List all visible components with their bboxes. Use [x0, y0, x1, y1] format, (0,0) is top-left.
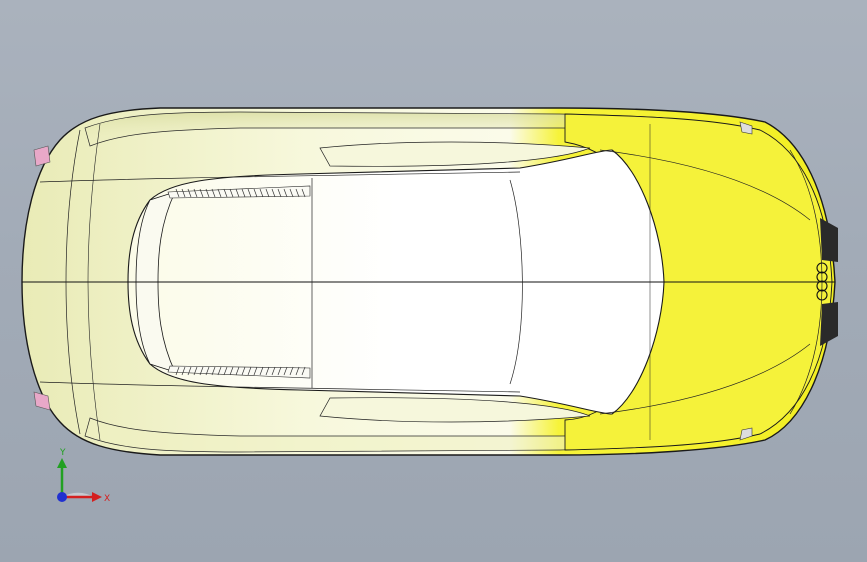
vent-slat	[271, 366, 276, 376]
side-window-lower	[319, 397, 591, 423]
vent-slat	[193, 366, 198, 376]
body-line-upper	[39, 171, 521, 183]
vent-slat	[187, 366, 192, 376]
vent-slat	[187, 188, 192, 198]
vent-slat	[283, 366, 288, 376]
vent-slat	[301, 366, 306, 376]
tail-light-upper	[33, 145, 51, 167]
front-crease-lower	[599, 343, 811, 415]
vent-slat	[265, 188, 270, 198]
vent-slat	[247, 188, 252, 198]
coordinate-triad[interactable]: Y X	[57, 448, 110, 504]
vent-slat	[181, 366, 186, 376]
vent-slat	[253, 366, 258, 376]
vent-slat	[199, 188, 204, 198]
windshield-line	[509, 179, 523, 385]
vent-slat	[289, 366, 294, 376]
vent-slat	[265, 366, 270, 376]
y-axis-label: Y	[59, 448, 66, 458]
front-crease-upper	[599, 149, 811, 221]
front-grille-upper	[820, 218, 838, 262]
vent-slat	[181, 188, 186, 198]
vent-slat	[235, 188, 240, 198]
vent-slat	[271, 188, 276, 198]
vent-slat	[277, 188, 282, 198]
vent-slat	[175, 188, 180, 198]
vent-slat	[295, 366, 300, 376]
vent-lower	[167, 365, 311, 379]
body-line-lower	[39, 381, 521, 393]
vent-slat	[283, 188, 288, 198]
mirror-lower	[739, 427, 753, 441]
vent-slat	[289, 188, 294, 198]
vent-slat	[175, 366, 180, 376]
vent-slat	[229, 188, 234, 198]
vent-slat	[217, 366, 222, 376]
vent-slat	[301, 188, 306, 198]
vent-slat	[241, 366, 246, 376]
z-axis-dot	[57, 492, 67, 502]
vent-slat	[253, 188, 258, 198]
vent-slat	[259, 188, 264, 198]
vent-slat	[223, 188, 228, 198]
vent-slat	[205, 366, 210, 376]
vent-slat	[241, 188, 246, 198]
vent-slat	[295, 188, 300, 198]
audi-rings-icon	[816, 262, 828, 301]
vent-slat	[211, 188, 216, 198]
vent-upper	[167, 185, 311, 199]
tail-light-lower	[33, 391, 51, 411]
rear-panel-line-2	[87, 123, 101, 441]
vent-slat	[247, 366, 252, 376]
side-window-upper	[319, 141, 591, 167]
vent-slat	[211, 366, 216, 376]
vent-slat	[205, 188, 210, 198]
x-axis-label: X	[104, 494, 110, 504]
front-grille-lower	[820, 302, 838, 346]
mirror-upper	[739, 121, 753, 135]
vent-slat	[235, 366, 240, 376]
vent-slat	[217, 188, 222, 198]
vent-slat	[223, 366, 228, 376]
rear-panel-line	[65, 129, 81, 435]
vent-slat	[229, 366, 234, 376]
vent-slat	[277, 366, 282, 376]
vent-slat	[193, 188, 198, 198]
vent-slat	[259, 366, 264, 376]
vent-slat	[199, 366, 204, 376]
